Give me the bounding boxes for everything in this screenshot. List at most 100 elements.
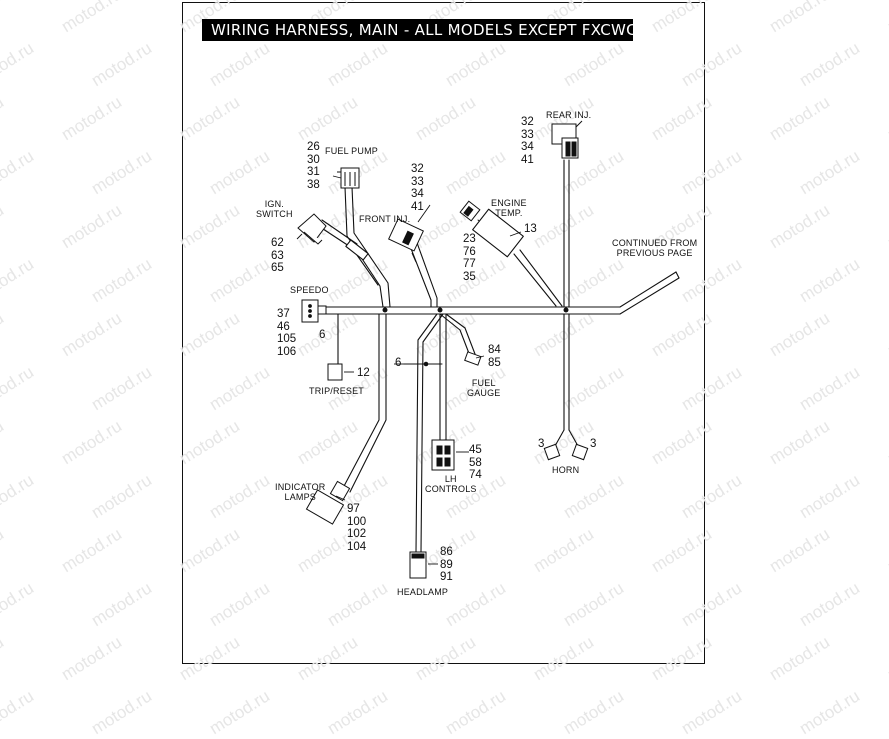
ref-number: 37	[277, 308, 290, 320]
ref-number: 34	[521, 141, 534, 153]
ref-number: 32	[521, 116, 534, 128]
lh-controls-connector	[431, 439, 455, 471]
ref-number: 38	[307, 178, 320, 191]
ref-number: 45	[469, 444, 482, 456]
label-line: TEMP.	[495, 208, 523, 218]
ref-number: 32	[411, 163, 424, 175]
watermark-text: motod.ru	[796, 686, 863, 739]
headlamp-connector	[409, 551, 427, 579]
fuel-gauge-connector	[464, 351, 482, 366]
ign-switch-label: IGN. SWITCH	[256, 199, 293, 219]
watermark-text: motod.ru	[678, 686, 745, 739]
ref-number: 46	[277, 320, 290, 333]
engine-temp-label: ENGINE TEMP.	[491, 198, 527, 218]
label-line: IGN.	[264, 199, 284, 209]
label-line: GAUGE	[467, 388, 501, 398]
label-line: LH	[444, 474, 457, 484]
ref-number: 105	[277, 333, 297, 345]
label-line: ENGINE	[491, 198, 527, 208]
engine-temp-side-ref: 13	[524, 223, 537, 235]
ref-number: 97	[347, 503, 360, 515]
diagram-title: WIRING HARNESS, MAIN - ALL MODELS EXCEPT…	[202, 19, 637, 41]
ref-number: 63	[271, 249, 284, 262]
watermark-text: motod.ru	[560, 686, 627, 739]
speedo-refs: 37 46 105 106	[277, 308, 296, 358]
ref-number: 62	[271, 237, 284, 249]
ref-number: 91	[440, 571, 453, 583]
speedo-label: SPEEDO	[290, 285, 329, 295]
fuel-pump-connector	[337, 167, 360, 189]
ref-number: 85	[488, 356, 501, 369]
ref-number: 34	[411, 188, 424, 200]
horn-left-ref: 3	[538, 438, 545, 450]
watermark-text: motod.ru	[206, 686, 273, 739]
fuel-pump-label: FUEL PUMP	[325, 146, 378, 156]
ref-number: 104	[347, 540, 367, 553]
headlamp-refs: 86 89 91	[440, 546, 453, 584]
indicator-lamps-connector	[305, 480, 351, 525]
fuel-pump-refs: 26 30 31 38	[307, 141, 320, 191]
watermark-text: motod.ru	[442, 686, 509, 739]
ref-number: 86	[440, 546, 453, 558]
ref-number: 33	[411, 175, 424, 188]
ref-number: 23	[463, 233, 476, 245]
trip-reset-connector	[327, 363, 343, 381]
horn-right-ref: 3	[590, 438, 597, 450]
ref-number: 76	[463, 245, 476, 258]
harness-diagram	[296, 120, 680, 579]
label-line: SWITCH	[256, 209, 293, 219]
speedo-side-ref: 6	[319, 329, 326, 341]
rear-inj-branch	[563, 159, 570, 308]
front-inj-branch	[409, 239, 438, 308]
diagram-frame	[182, 2, 705, 664]
center-branches	[403, 313, 476, 553]
engine-temp-refs: 23 76 77 35	[463, 233, 476, 283]
speedo-connector	[301, 299, 327, 323]
horn-label: HORN	[552, 465, 580, 475]
front-inj-connector	[387, 218, 425, 263]
ref-number: 74	[469, 469, 482, 481]
label-line: INDICATOR	[275, 482, 326, 492]
ref-number: 41	[521, 153, 534, 166]
ref-number: 89	[440, 558, 453, 571]
watermark-text: motod.ru	[324, 686, 391, 739]
lh-controls-refs: 45 58 74	[469, 444, 482, 482]
ref-number: 65	[271, 262, 284, 274]
horn-branch	[554, 313, 579, 447]
lh-controls-label: LH CONTROLS	[425, 474, 477, 494]
continued-label: CONTINUED FROM PREVIOUS PAGE	[612, 238, 697, 258]
ref-number: 106	[277, 345, 297, 358]
ref-number: 26	[307, 141, 320, 153]
splice-side-ref: 6	[395, 357, 402, 369]
indicator-lamps-label: INDICATOR LAMPS	[275, 482, 325, 502]
ref-number: 41	[411, 200, 424, 213]
ref-number: 31	[307, 166, 320, 178]
ref-number: 102	[347, 528, 367, 540]
engine-temp-sensor	[459, 200, 481, 222]
engine-temp-branch	[472, 208, 563, 307]
ign-switch-connector	[297, 213, 327, 245]
fuel-gauge-label: FUEL GAUGE	[467, 378, 501, 398]
front-inj-refs: 32 33 34 41	[411, 163, 424, 213]
fuel-gauge-refs: 84 85	[488, 344, 501, 369]
trip-reset-label: TRIP/RESET	[309, 386, 365, 396]
label-line: CONTROLS	[425, 484, 477, 494]
trip-reset-side-ref: 12	[357, 367, 370, 379]
label-line: PREVIOUS PAGE	[616, 248, 693, 258]
ref-number: 77	[463, 258, 476, 270]
watermark-text: motod.ru	[0, 686, 37, 739]
rear-inj-label: REAR INJ.	[546, 110, 592, 120]
indicator-lamps-refs: 97 100 102 104	[347, 503, 366, 553]
ref-number: 33	[521, 128, 534, 141]
horn-connectors	[543, 443, 589, 461]
ref-number: 100	[347, 515, 367, 528]
main-trunk	[317, 271, 680, 315]
ref-number: 58	[469, 456, 482, 469]
rear-inj-refs: 32 33 34 41	[521, 116, 534, 166]
headlamp-label: HEADLAMP	[397, 587, 449, 597]
rear-inj-connector	[551, 120, 583, 159]
label-line: LAMPS	[284, 492, 316, 502]
watermark-text: motod.ru	[88, 686, 155, 739]
ref-number: 30	[307, 153, 320, 166]
fuel-pump-branch	[316, 186, 391, 308]
